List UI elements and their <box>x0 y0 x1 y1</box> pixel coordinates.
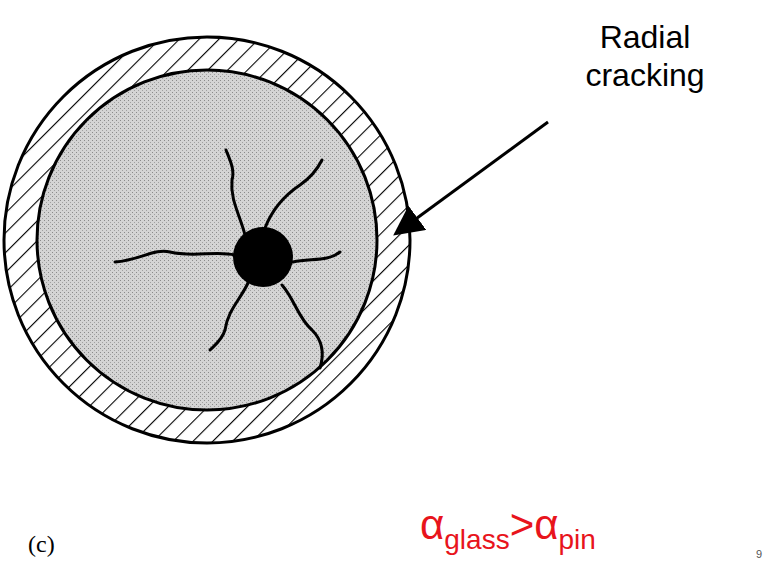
callout-label: Radial cracking <box>560 18 730 94</box>
symbol: α <box>420 501 444 548</box>
subscript: pin <box>558 524 595 555</box>
subscript: glass <box>444 524 509 555</box>
radial-cracks <box>115 150 340 368</box>
outer-housing <box>4 37 410 443</box>
page-number: 9 <box>756 548 762 561</box>
glass-seal <box>37 70 377 410</box>
expansion-condition: αglass>αpin <box>420 500 596 555</box>
symbol: > <box>510 501 535 548</box>
leader-arrow <box>398 122 548 232</box>
symbol: α <box>534 501 558 548</box>
figure-label: (c) <box>28 530 55 558</box>
metal-pin <box>233 227 293 287</box>
